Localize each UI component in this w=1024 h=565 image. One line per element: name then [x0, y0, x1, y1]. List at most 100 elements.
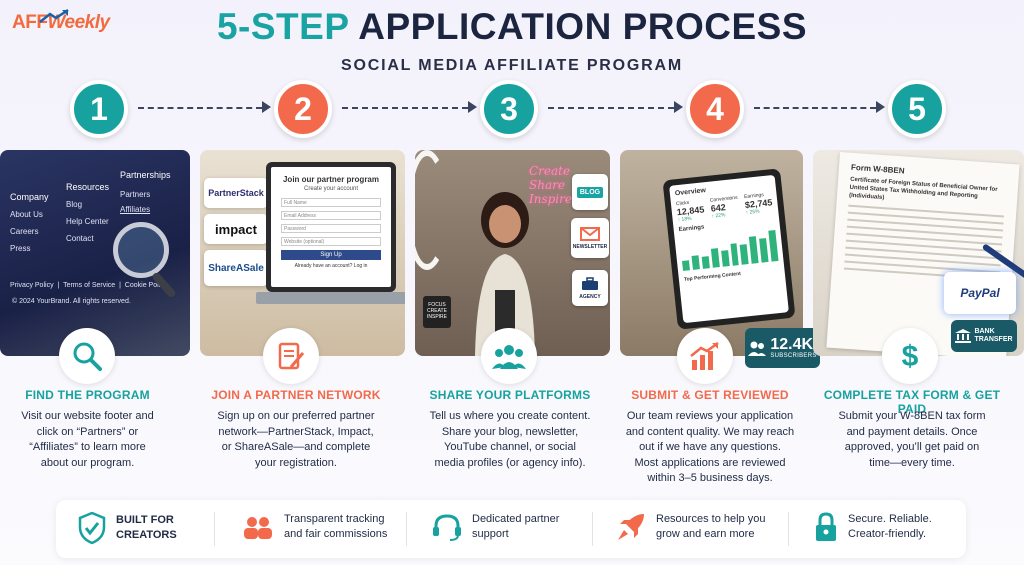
feature-text: grow and earn more	[656, 528, 755, 540]
brand-logo-aff: AFF	[12, 12, 48, 33]
footer-col-resources: Resources Blog Help Center Contact	[66, 182, 109, 243]
paypal-badge: PayPal	[944, 272, 1016, 314]
chart-bar	[681, 260, 690, 271]
people-icon	[244, 517, 272, 539]
step-4-icon-circle	[677, 328, 733, 384]
step-2-image: PartnerStack impact ShareASale Join our …	[200, 150, 405, 356]
briefcase-icon	[582, 276, 598, 290]
connector-1-2	[138, 107, 262, 109]
feature-text: Secure. Reliable.	[848, 513, 932, 525]
footer-legal-link: Privacy Policy	[10, 282, 54, 289]
desc-line: Tell us where you create content.	[429, 410, 591, 422]
chart-bar	[749, 236, 759, 264]
chart-bar	[691, 254, 700, 270]
feature-text: support	[472, 528, 509, 540]
feature-transparent-tracking: Transparent tracking and fair commissions	[242, 512, 387, 542]
footer-link: Careers	[10, 227, 39, 236]
desc-line: time—every time.	[869, 456, 955, 469]
footer-col-company: Company About Us Careers Press	[10, 192, 49, 253]
subscribers-label: SUBSCRIBERS	[770, 353, 817, 359]
login-link: Already have an account? Log in	[294, 263, 368, 269]
footer-legal-link: Cookie Policy	[124, 282, 168, 289]
brand-logo-weekly: Weekly	[47, 12, 110, 33]
desc-line: and payment details. Once	[846, 425, 978, 438]
footer-link: Blog	[66, 200, 83, 209]
connector-2-3	[342, 107, 468, 109]
headset-icon	[433, 514, 461, 541]
desc-line: your registration.	[255, 456, 337, 469]
feature-divider	[788, 512, 789, 546]
step-3-number: 3	[480, 80, 538, 138]
feature-divider	[214, 512, 215, 546]
feature-secure: Secure. Reliable. Creator-friendly.	[814, 512, 932, 542]
people-group-icon	[492, 345, 526, 369]
footer-link: Press	[10, 244, 31, 253]
footer-copyright: © 2024 YourBrand. All rights reserved.	[12, 298, 131, 305]
ring-light	[415, 150, 449, 270]
desc-line: Share your blog, newsletter,	[441, 425, 579, 438]
feature-text: and fair commissions	[284, 528, 388, 540]
desc-line: within 3–5 business days.	[647, 472, 773, 484]
laptop-base	[256, 292, 405, 304]
brand-logo[interactable]: AFFWeekly	[12, 12, 110, 34]
connector-arrow-icon	[674, 101, 683, 113]
step-5-number: 5	[888, 80, 946, 138]
feature-divider	[592, 512, 593, 546]
trend-arrow-icon	[39, 8, 69, 23]
step-3-icon-circle	[481, 328, 537, 384]
magnifier-icon	[73, 342, 102, 371]
mug-text: FOCUS	[428, 302, 446, 308]
footer-link: About Us	[10, 210, 43, 219]
footer-heading: Resources	[66, 182, 110, 192]
footer-heading: Company	[10, 192, 49, 202]
subscribers-count: 12.4K	[770, 336, 814, 353]
footer-link: Help Center	[66, 217, 109, 226]
form-pen-icon	[278, 342, 305, 370]
desc-line: and content quality. We may reach	[625, 425, 795, 438]
feature-text: Creator-friendly.	[848, 528, 927, 540]
bank-label: TRANSFER	[974, 336, 1013, 343]
desc-line: click on “Partners” or	[36, 425, 139, 438]
page-subtitle: SOCIAL MEDIA AFFILIATE PROGRAM	[341, 57, 683, 74]
chart-bar	[720, 249, 730, 267]
bank-icon	[955, 329, 972, 343]
step-3-image: Create Share Inspire FOCUS CREATE INSPIR…	[415, 150, 610, 356]
neon-sign: Create Share Inspire	[529, 164, 572, 206]
connector-arrow-icon	[262, 101, 271, 113]
signup-form: Join our partner program Create your acc…	[271, 167, 391, 287]
desc-line: media profiles (or agency info).	[434, 456, 586, 469]
desc-line: Most applications are reviewed	[634, 456, 786, 469]
subscribers-badge: 12.4K SUBSCRIBERS	[745, 328, 820, 368]
bank-label: BANK	[974, 328, 995, 335]
shareasale-logo: ShareASale	[204, 250, 268, 286]
newsletter-badge: NEWSLETTER	[571, 218, 609, 258]
connector-4-5	[754, 107, 876, 109]
feature-text: Transparent tracking	[284, 513, 385, 525]
step-4-number: 4	[686, 80, 744, 138]
signup-form-subtitle: Create your account	[303, 186, 359, 192]
blog-label: BLOG	[576, 186, 604, 198]
chart-bar	[729, 242, 740, 266]
signup-button: Sign Up	[281, 250, 381, 260]
footer-col-partnerships: Partnerships Partners Affiliates	[120, 170, 171, 214]
footer-link: Contact	[66, 234, 94, 243]
step-3-title: SHARE YOUR PLATFORMS	[429, 388, 591, 402]
mug: FOCUS CREATE INSPIRE	[423, 296, 451, 328]
password-field: Password	[281, 224, 381, 233]
earnings-bar-chart	[679, 227, 779, 271]
magnifying-glass-icon	[113, 222, 169, 278]
footer-link-affiliates: Affiliates	[120, 205, 151, 214]
footer-legal-link: Terms of Service	[63, 282, 116, 289]
page-title: 5-STEP APPLICATION PROCESS	[0, 6, 1024, 48]
chart-bar	[701, 255, 710, 269]
